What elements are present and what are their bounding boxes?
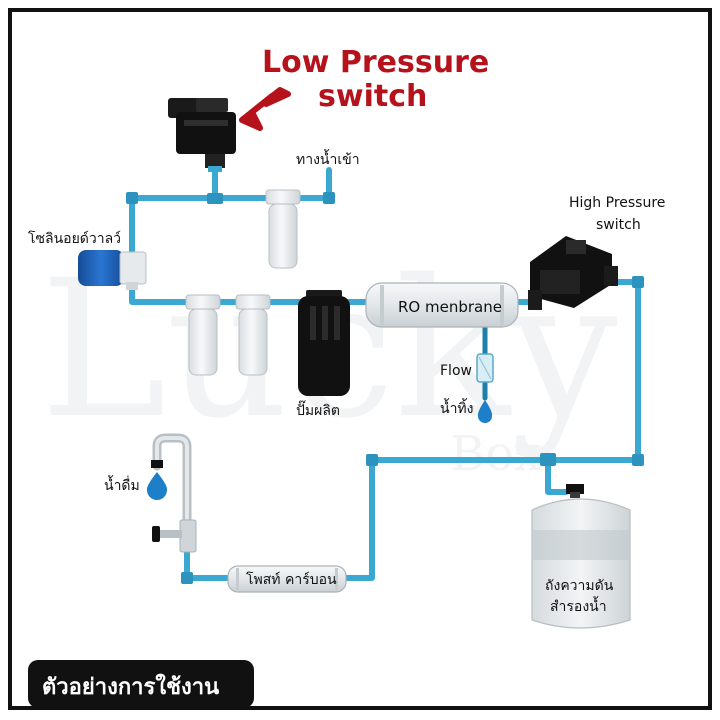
watermark-sub: Box — [450, 426, 541, 482]
pipe-solenoid-down — [129, 282, 375, 305]
booster-pump — [298, 290, 350, 396]
pressure-tank — [531, 484, 631, 629]
label-ro-membrane: RO menbrane — [398, 298, 502, 316]
ro-membrane-housing — [365, 282, 519, 328]
high-pressure-switch — [528, 236, 618, 310]
pipe-tank — [545, 457, 569, 495]
label-drinking-water: น้ำดื่ม — [104, 475, 140, 494]
waste-drop-icon — [477, 400, 493, 423]
label-high-pressure-line2: switch — [596, 217, 641, 233]
label-tank-line1: ถังความดัน — [545, 578, 614, 594]
faucet — [151, 433, 197, 553]
filter-housing-1 — [185, 294, 221, 376]
footer-banner — [28, 660, 254, 708]
post-carbon-filter — [227, 565, 347, 593]
solenoid-valve — [78, 250, 147, 290]
label-water-inlet: ทางน้ำเข้า — [296, 149, 360, 168]
label-waste-water: น้ำทิ้ง — [440, 398, 474, 417]
label-high-pressure-line1: High Pressure — [569, 195, 665, 211]
footer-banner-text: ตัวอย่างการใช้งาน — [42, 673, 219, 700]
red-arrow-icon — [239, 87, 291, 131]
label-tank-line2: สำรองน้ำ — [550, 596, 607, 615]
label-flow: Flow — [440, 363, 472, 379]
label-post-carbon: โพสท์ คาร์บอน — [246, 571, 337, 588]
pipe-fittings — [126, 192, 644, 584]
title-low-pressure-line1: Low Pressure — [262, 45, 489, 80]
flow-restrictor-mark — [478, 356, 492, 380]
top-filter-housing — [265, 189, 301, 269]
drinking-drop-icon — [146, 472, 168, 500]
filter-housing-2 — [235, 294, 271, 376]
low-pressure-switch — [168, 98, 236, 172]
title-low-pressure-line2: switch — [318, 79, 427, 114]
label-solenoid-valve: โซลินอยด์วาลว์ — [28, 230, 121, 247]
label-pump: ปั๊มผลิต — [296, 400, 340, 419]
